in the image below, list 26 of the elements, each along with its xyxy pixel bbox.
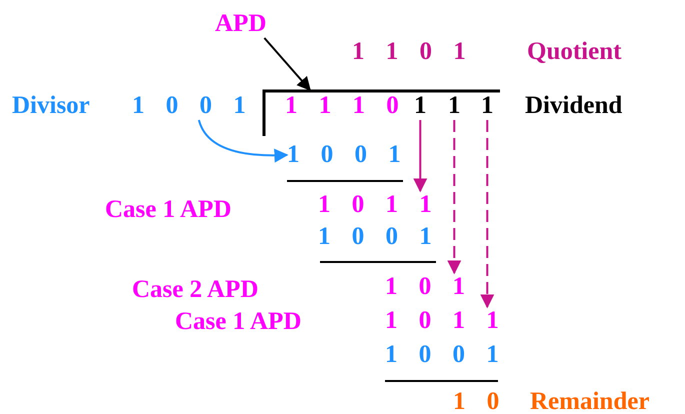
text-label: Divisor	[12, 92, 90, 120]
text-label: Case 1 APD	[175, 308, 302, 336]
text-label: Remainder	[530, 388, 650, 414]
text-label: Case 1 APD	[105, 196, 232, 224]
binary-digits: 1 0 0 1	[132, 92, 246, 120]
arrow	[264, 37, 311, 92]
text-label: Dividend	[525, 92, 622, 120]
binary-digits: 1 0 0 1	[318, 223, 432, 251]
text-label: Case 2 APD	[132, 276, 258, 304]
binary-digits: 1	[481, 92, 494, 120]
binary-digits: 1	[414, 92, 426, 120]
text-label: Quotient	[527, 38, 622, 66]
binary-digits: 1 0	[453, 388, 500, 414]
arrow	[447, 120, 462, 274]
binary-digits: 1 1 1 0	[285, 92, 399, 120]
arrow	[413, 120, 428, 192]
binary-digits: 1 0 1	[385, 273, 465, 301]
binary-digits: 1 0 0 1	[385, 341, 499, 369]
annotation-text: APD	[215, 10, 266, 38]
binary-digits: 1 0 1 1	[318, 191, 432, 219]
arrow	[198, 120, 288, 162]
binary-digits: 1 0 0 1	[287, 141, 401, 169]
binary-digits: 1 1 0 1	[352, 38, 466, 66]
binary-digits: 1 0 1 1	[385, 307, 499, 335]
arrow	[480, 120, 494, 308]
binary-digits: 1	[448, 92, 460, 120]
